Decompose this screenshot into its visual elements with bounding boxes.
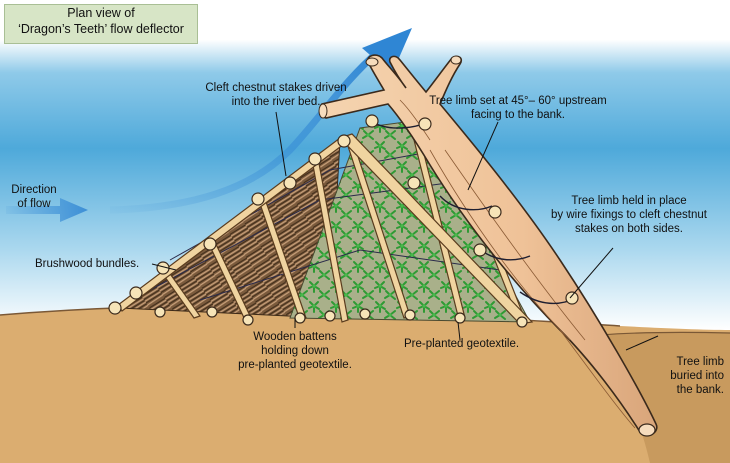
label-direction-line-1: Direction — [11, 184, 57, 196]
label-buried-line-3: the bank. — [676, 384, 724, 396]
label-battens-line-1: Wooden battens — [253, 331, 337, 343]
label-wire-line-3: stakes on both sides. — [574, 223, 684, 235]
title-line-1: Plan view of — [67, 6, 135, 20]
label-buried: Tree limb buried into the bank. — [652, 355, 724, 397]
label-buried-line-2: buried into — [670, 370, 724, 382]
title-box: Plan view of ‘Dragon’s Teeth’ flow defle… — [4, 4, 198, 44]
label-geotextile: Pre-planted geotextile. — [404, 338, 520, 350]
label-battens-line-2: holding down — [261, 345, 329, 357]
label-direction-of-flow: Direction of flow — [4, 183, 64, 211]
label-stakes: Cleft chestnut stakes driven into the ri… — [186, 81, 366, 109]
riverbed — [0, 305, 730, 463]
label-limb-angle-line-2: facing to the bank. — [471, 109, 565, 121]
flow-direction-arrow — [6, 198, 88, 222]
deflected-flow-arrowhead — [362, 28, 412, 74]
deflected-flow-curve — [109, 49, 381, 214]
label-wire-line-1: Tree limb held in place — [571, 195, 687, 207]
leader-lines — [151, 111, 659, 351]
label-wire-fixings: Tree limb held in place by wire fixings … — [534, 194, 724, 236]
label-wire-line-2: by wire fixings to cleft chestnut — [551, 209, 707, 221]
label-brushwood: Brushwood bundles. — [35, 258, 140, 270]
label-direction-line-2: of flow — [17, 198, 51, 210]
river-bank — [600, 332, 730, 463]
stake-heads — [108, 114, 579, 328]
label-stakes-line-1: Cleft chestnut stakes driven — [205, 82, 347, 94]
title-line-2: ‘Dragon’s Teeth’ flow deflector — [18, 22, 184, 36]
label-buried-line-1: Tree limb — [676, 356, 725, 368]
label-stakes-line-2: into the river bed. — [231, 96, 321, 108]
tree-limb — [318, 54, 658, 437]
label-limb-angle: Tree limb set at 45°– 60° upstream facin… — [418, 94, 618, 122]
label-limb-angle-line-1: Tree limb set at 45°– 60° upstream — [429, 95, 607, 107]
label-battens-line-3: pre-planted geotextile. — [238, 359, 352, 371]
label-battens: Wooden battens holding down pre-planted … — [230, 330, 360, 372]
